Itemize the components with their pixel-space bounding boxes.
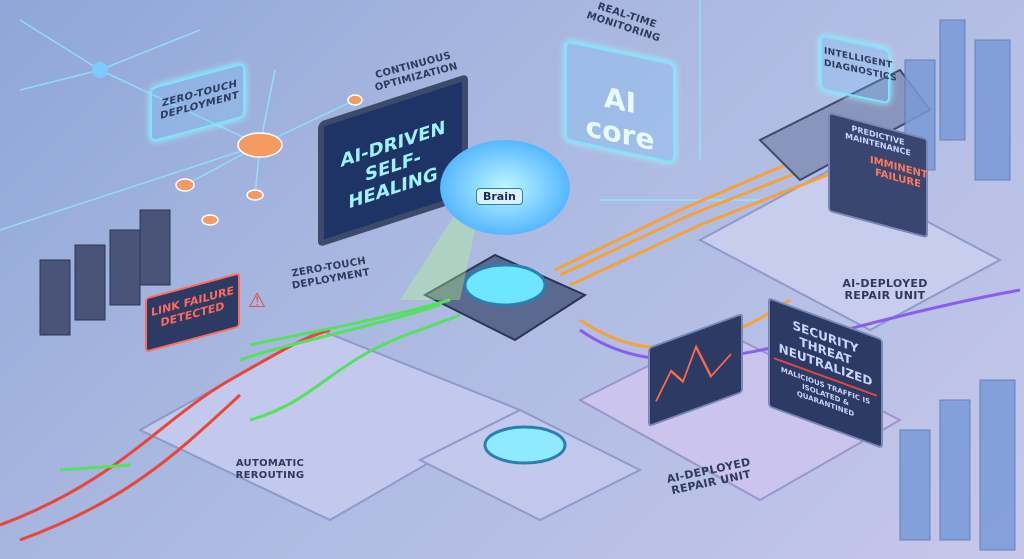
- traffic-line-icon: [654, 344, 732, 402]
- traffic-chart-screen: [648, 312, 743, 428]
- zero-touch-deployment-label: Zero-Touch Deployment: [160, 78, 239, 123]
- ai-core-label: AI core: [585, 80, 655, 158]
- warning-icon: ⚠: [248, 288, 266, 312]
- self-healing-label: AI-Driven Self-Healing: [340, 116, 446, 214]
- imminent-failure-label: Imminent Failure: [870, 154, 928, 191]
- brain-label: Brain: [476, 188, 523, 205]
- automatic-rerouting-label: Automatic Rerouting: [235, 458, 305, 481]
- repair-unit-label-right: AI-Deployed Repair Unit: [842, 277, 928, 302]
- intelligent-diagnostics-label: Intelligent Diagnostics: [824, 46, 897, 84]
- brain-icon: [440, 140, 570, 235]
